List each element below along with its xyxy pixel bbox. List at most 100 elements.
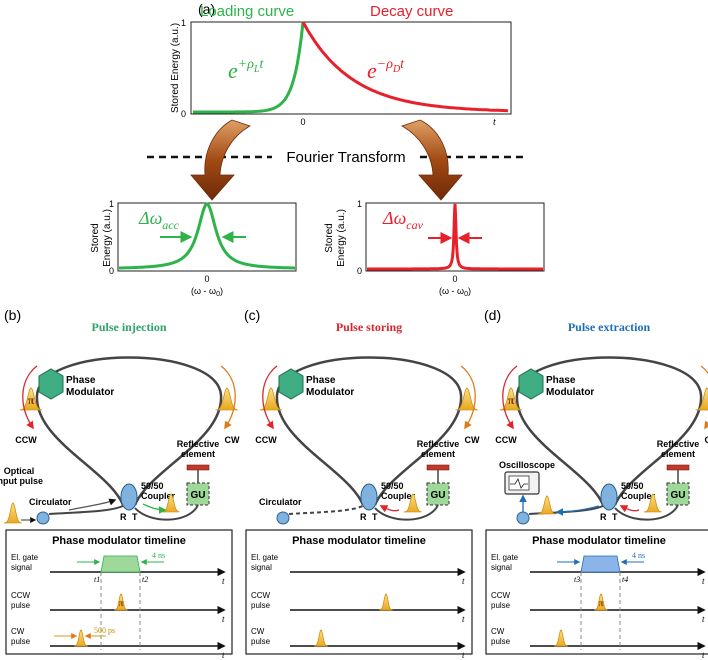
r-label: R <box>120 512 127 522</box>
panel-title: Pulse extraction <box>568 320 651 334</box>
ccw-timeline-pulse <box>594 593 608 611</box>
red-arrow <box>619 505 640 513</box>
r-label: R <box>600 512 607 522</box>
loading-curve <box>193 21 305 114</box>
spectrum-cav: Stored Energy (a.u.) 1 0 0 (ω - ω0) Δωca… <box>324 199 545 298</box>
eq-load: e+ρLt <box>228 57 265 83</box>
decay-title: Decay curve <box>370 3 453 20</box>
spec1-y1: 1 <box>109 199 114 209</box>
fiber-loop <box>275 356 463 506</box>
extracted-pulse <box>537 495 556 515</box>
gu-label: GU <box>431 490 446 501</box>
r-label: R <box>360 512 367 522</box>
phase-modulator-icon <box>278 368 304 400</box>
acc-label: Δωacc <box>138 208 180 232</box>
spec2-y1: 1 <box>357 199 362 209</box>
timeline-t: t <box>702 576 705 586</box>
fourier-label: Fourier Transform <box>286 149 405 166</box>
t-label: T <box>132 512 138 522</box>
t-label: T <box>372 512 378 522</box>
cw-label: CW <box>705 435 708 445</box>
cw-side-pulse <box>695 387 708 411</box>
spec1-ylabel2: Energy (a.u.) <box>102 209 113 267</box>
fiber-to-gu <box>134 504 199 521</box>
spec2-ylabel2: Energy (a.u.) <box>336 209 347 267</box>
top-plot: Stored Energy (a.u.) 1 0 0 t e+ρLt e−ρDt <box>170 18 512 128</box>
timeline-box <box>485 529 708 655</box>
top-y0: 0 <box>181 109 186 119</box>
circulator-icon <box>276 511 290 525</box>
ccw-label: CCW <box>495 435 517 445</box>
cw-arrow <box>460 365 476 430</box>
timeline-t: t <box>702 614 705 624</box>
circulator-icon <box>516 511 530 525</box>
timeline-box <box>5 529 233 655</box>
reflective-element <box>426 464 450 471</box>
four-ns-label: 4 ns <box>152 551 165 560</box>
gu-pulse <box>403 493 422 513</box>
gate-pulse <box>100 555 141 573</box>
timeline-title: Phase modulator timeline <box>292 535 426 547</box>
input-pulse <box>3 502 22 524</box>
fiber-loop <box>515 356 703 506</box>
cw-arrow <box>220 365 236 430</box>
loading-title: Loading curve <box>200 3 294 20</box>
panel-3: Pulse extractionPhaseModulatorπCCWCW50/5… <box>485 320 708 660</box>
phase-label: Phase <box>66 375 96 386</box>
modulator-label: Modulator <box>546 387 594 398</box>
cav-lorentzian <box>367 203 543 271</box>
pi-timeline: π <box>599 598 604 608</box>
t-label: T <box>612 512 618 522</box>
curved-arrow-right <box>401 119 463 201</box>
cw-label: CW <box>465 435 480 445</box>
phase-modulator-icon <box>38 368 64 400</box>
top-x0: 0 <box>300 117 305 127</box>
t-label-b: t2 <box>142 575 148 584</box>
panel-label-d: (d) <box>484 307 501 323</box>
cw-timeline-pulse <box>554 629 568 647</box>
gu-label: GU <box>191 490 206 501</box>
timeline-t: t <box>222 650 225 660</box>
timeline-t: t <box>462 650 465 660</box>
spec1-x0: 0 <box>204 274 209 284</box>
eq-decay: e−ρDt <box>367 57 405 83</box>
fiber-circ <box>48 505 124 515</box>
spectrum-acc: Stored Energy (a.u.) 1 0 0 (ω - ω0) Δωac… <box>90 199 297 298</box>
spec1-ylabel1: Stored <box>90 223 101 252</box>
pi-left: π <box>28 393 35 407</box>
cav-label: Δωcav <box>382 208 424 232</box>
timeline-t: t <box>462 576 465 586</box>
top-y1: 1 <box>181 18 186 28</box>
cw-side-pulse <box>455 387 479 411</box>
fiber-to-gu <box>374 504 439 521</box>
t-label-a: t3 <box>574 575 580 584</box>
t-label-a: t1 <box>94 575 100 584</box>
decay-curve <box>301 21 509 113</box>
spec2-y0: 0 <box>357 266 362 276</box>
pi-timeline: π <box>119 598 124 608</box>
blue-arrow <box>555 505 600 516</box>
panel-label-a: (a) <box>198 1 215 17</box>
ps-label: 500 ps <box>94 626 115 635</box>
ccw-label: CCW <box>255 435 277 445</box>
ccw-timeline-pulse <box>379 593 393 611</box>
spec2-ylabel1: Stored <box>324 223 335 252</box>
timeline-t: t <box>222 576 225 586</box>
modulator-label: Modulator <box>306 387 354 398</box>
ccw-timeline-pulse <box>114 593 128 611</box>
fiber-circ <box>288 505 364 515</box>
gate-pulse <box>580 555 621 573</box>
ccw-arrow <box>502 365 518 430</box>
